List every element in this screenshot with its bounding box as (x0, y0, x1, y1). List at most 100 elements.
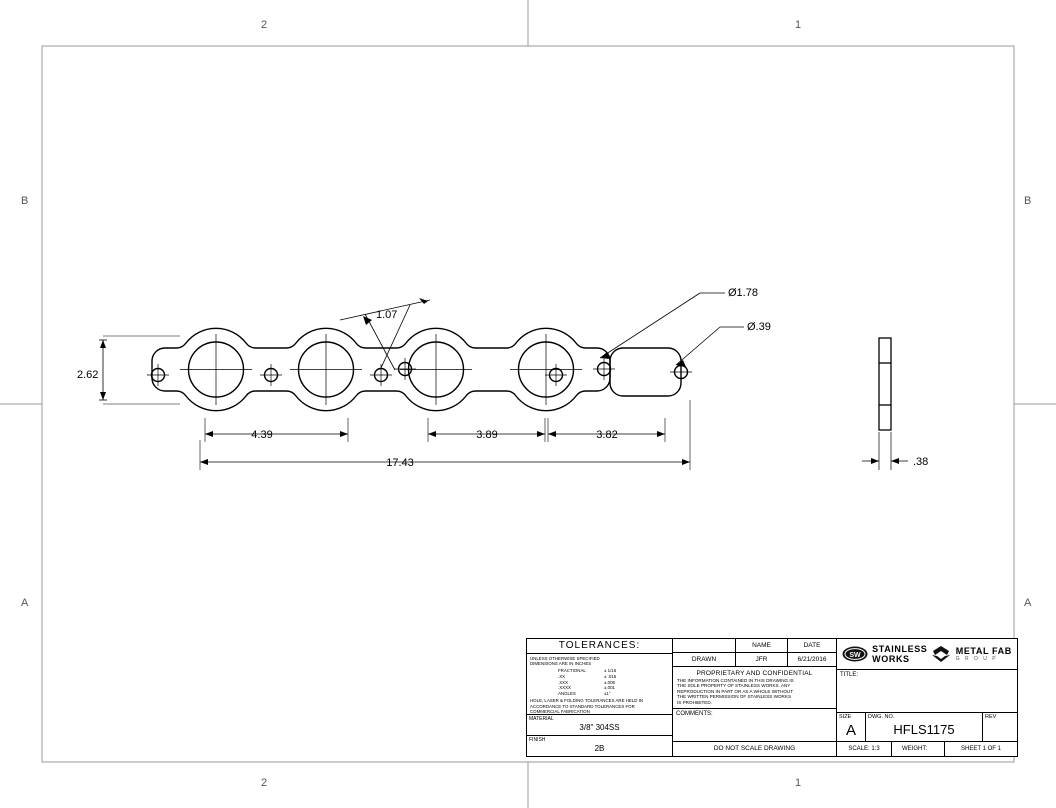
tolerance-footer-1: HOLE, LASER & FOLDING TOLERANCES ARE HEL… (530, 698, 644, 704)
fan-shell-icon (931, 646, 950, 662)
dim-overall-length: 17.43 (386, 457, 414, 469)
zone-column-top-1: 1 (795, 19, 802, 31)
stainless-works-line-2: WORKS (872, 654, 910, 664)
dimension-arrows (100, 298, 690, 465)
tolerance-value: ± 1/16 (604, 668, 617, 674)
tolerance-table: FRACTIONAL ± 1/16 .XX ± .015 .XXX ±.005 … (558, 668, 669, 696)
zone-row-right-b: B (1024, 195, 1032, 207)
proprietary-notice: PROPRIETARY AND CONFIDENTIAL THE INFORMA… (673, 667, 836, 710)
size-cell: SIZE A (837, 713, 866, 741)
tolerance-value: ±1° (604, 690, 611, 696)
zone-row-right-a: A (1024, 597, 1032, 609)
zone-column-bottom-1: 1 (795, 777, 802, 789)
proprietary-line: THE SOLE PROPERTY OF STAINLESS WORKS. AN… (677, 683, 791, 689)
dwg-number-label: DWG. NO. (868, 714, 895, 720)
tolerances-column: TOLERANCES: UNLESS OTHERWISE SPECIFIED D… (527, 639, 673, 756)
tolerance-name: .XXXX (558, 685, 571, 691)
drawing-title-field[interactable]: TITLE: (837, 670, 1017, 713)
finish-value: 2B (594, 743, 605, 753)
finish-row: FINISH 2B (527, 736, 672, 756)
dwg-number-value: HFLS1175 (893, 722, 955, 737)
tolerance-footer-2: ACCORDANCE TO STANDARD TOLERANCES FOR (530, 703, 635, 709)
zone-row-left-a: A (21, 597, 29, 609)
dim-hole-pitch: 1.07 (376, 309, 397, 321)
tolerance-name: FRACTIONAL (558, 668, 586, 674)
drawn-header-date: DATE (803, 642, 821, 649)
do-not-scale-note: DO NOT SCALE DRAWING (713, 745, 796, 752)
size-value: A (845, 722, 856, 739)
tolerance-note-2: DIMENSIONS ARE IN INCHES (530, 661, 592, 667)
drawn-value-row: DRAWN JFR 6/21/2016 (673, 653, 836, 666)
gasket-side-view (878, 337, 892, 431)
zone-row-left-b: B (21, 195, 29, 207)
proprietary-line: THE INFORMATION CONTAINED IN THIS DRAWIN… (677, 678, 794, 683)
dwg-number-cell: DWG. NO. HFLS1175 (866, 713, 983, 741)
tolerance-value: ± .015 (604, 674, 617, 679)
dimension-lines (99, 292, 744, 470)
stainless-works-line-1: STAINLESS (872, 644, 928, 654)
drawn-header-row: NAME DATE (673, 639, 836, 653)
proprietary-title: PROPRIETARY AND CONFIDENTIAL (696, 670, 813, 677)
drawn-header-name: NAME (736, 639, 788, 652)
title-label: TITLE: (840, 672, 859, 678)
rev-cell: REV (983, 713, 1017, 741)
dim-port-diameter: Ø1.78 (728, 287, 758, 299)
tolerances-body: UNLESS OTHERWISE SPECIFIED DIMENSIONS AR… (527, 654, 672, 715)
proprietary-line: IS PROHIBITED. (677, 699, 712, 705)
tolerance-name: .XXX (558, 679, 569, 685)
metal-fab-group-logo: METAL FAB G R O U P (930, 645, 1012, 663)
tolerance-row: .XX ± .015 (558, 674, 669, 680)
centerlines (147, 334, 692, 405)
finish-label: FINISH (529, 736, 546, 743)
tolerance-footer-3: COMMERCIAL FABRICATION (530, 708, 590, 714)
tolerance-value: ±.005 (604, 679, 615, 685)
zone-column-bottom-2: 2 (261, 777, 268, 789)
material-label: MATERIAL (529, 715, 554, 722)
tolerance-row: ANGLES ±1° (558, 691, 669, 697)
tolerance-note-1: UNLESS OTHERWISE SPECIFIED (530, 656, 600, 661)
size-label: SIZE (839, 714, 852, 720)
metal-fab-line-1: METAL FAB (955, 645, 1012, 656)
dim-span-2: 3.89 (476, 429, 497, 441)
title-block: TOLERANCES: UNLESS OTHERWISE SPECIFIED D… (526, 638, 1018, 757)
tolerance-name: .XX (558, 674, 566, 679)
tolerance-row: .XXX ±.005 (558, 680, 669, 686)
drawn-and-proprietary-column: NAME DATE DRAWN JFR 6/21/2016 PROPRIETAR… (673, 639, 837, 756)
side-view-dimension (862, 432, 908, 470)
drawn-header-blank (673, 639, 736, 652)
dim-span-3: 3.82 (596, 429, 617, 441)
metal-fab-line-2: G R O U P (955, 655, 998, 662)
stainless-works-logo: SW STAINLESS WORKS (842, 644, 927, 664)
drawn-date: 6/21/2016 (797, 656, 827, 663)
weight-label: WEIGHT: (892, 742, 945, 756)
dim-bolt-hole-diameter: Ø.39 (747, 321, 771, 333)
tolerance-value: ±.001 (604, 685, 615, 691)
identification-column: SW STAINLESS WORKS METAL FAB G R O U P (837, 639, 1017, 756)
drawn-table: NAME DATE DRAWN JFR 6/21/2016 (673, 639, 836, 667)
dim-span-1: 4.39 (251, 429, 272, 441)
size-dwg-rev-row: SIZE A DWG. NO. HFLS1175 REV (837, 713, 1017, 742)
comments-field[interactable]: COMMENTS: (673, 709, 836, 742)
side-view-arrows (871, 458, 899, 464)
sheet-number: SHEET 1 OF 1 (961, 746, 1001, 752)
drawn-name: JFR (736, 653, 788, 666)
zone-column-top-2: 2 (261, 19, 268, 31)
proprietary-body: THE INFORMATION CONTAINED IN THIS DRAWIN… (677, 678, 832, 705)
dim-height: 2.62 (77, 369, 98, 381)
svg-text:SW: SW (850, 652, 862, 659)
logo-row: SW STAINLESS WORKS METAL FAB G R O U P (837, 639, 1017, 670)
sw-badge-icon: SW (842, 646, 868, 662)
tolerance-row: .XXXX ±.001 (558, 685, 669, 691)
material-row: MATERIAL 3/8" 304SS (527, 715, 672, 736)
tolerance-name: ANGLES (558, 690, 576, 696)
rev-label: REV (985, 714, 997, 720)
tolerance-row: FRACTIONAL ± 1/16 (558, 668, 669, 674)
scale-value: SCALE: 1:3 (837, 742, 892, 756)
dim-thickness: .38 (913, 456, 928, 468)
proprietary-line: REPRODUCTION IN PART OR AS A WHOLE WITHO… (677, 688, 794, 694)
proprietary-line: THE WRITTEN PERMISSION OF STAINLESS WORK… (677, 694, 792, 700)
scale-weight-sheet-row: SCALE: 1:3 WEIGHT: SHEET 1 OF 1 (837, 742, 1017, 756)
drawn-label: DRAWN (673, 653, 736, 666)
tolerances-header: TOLERANCES: (527, 639, 672, 654)
